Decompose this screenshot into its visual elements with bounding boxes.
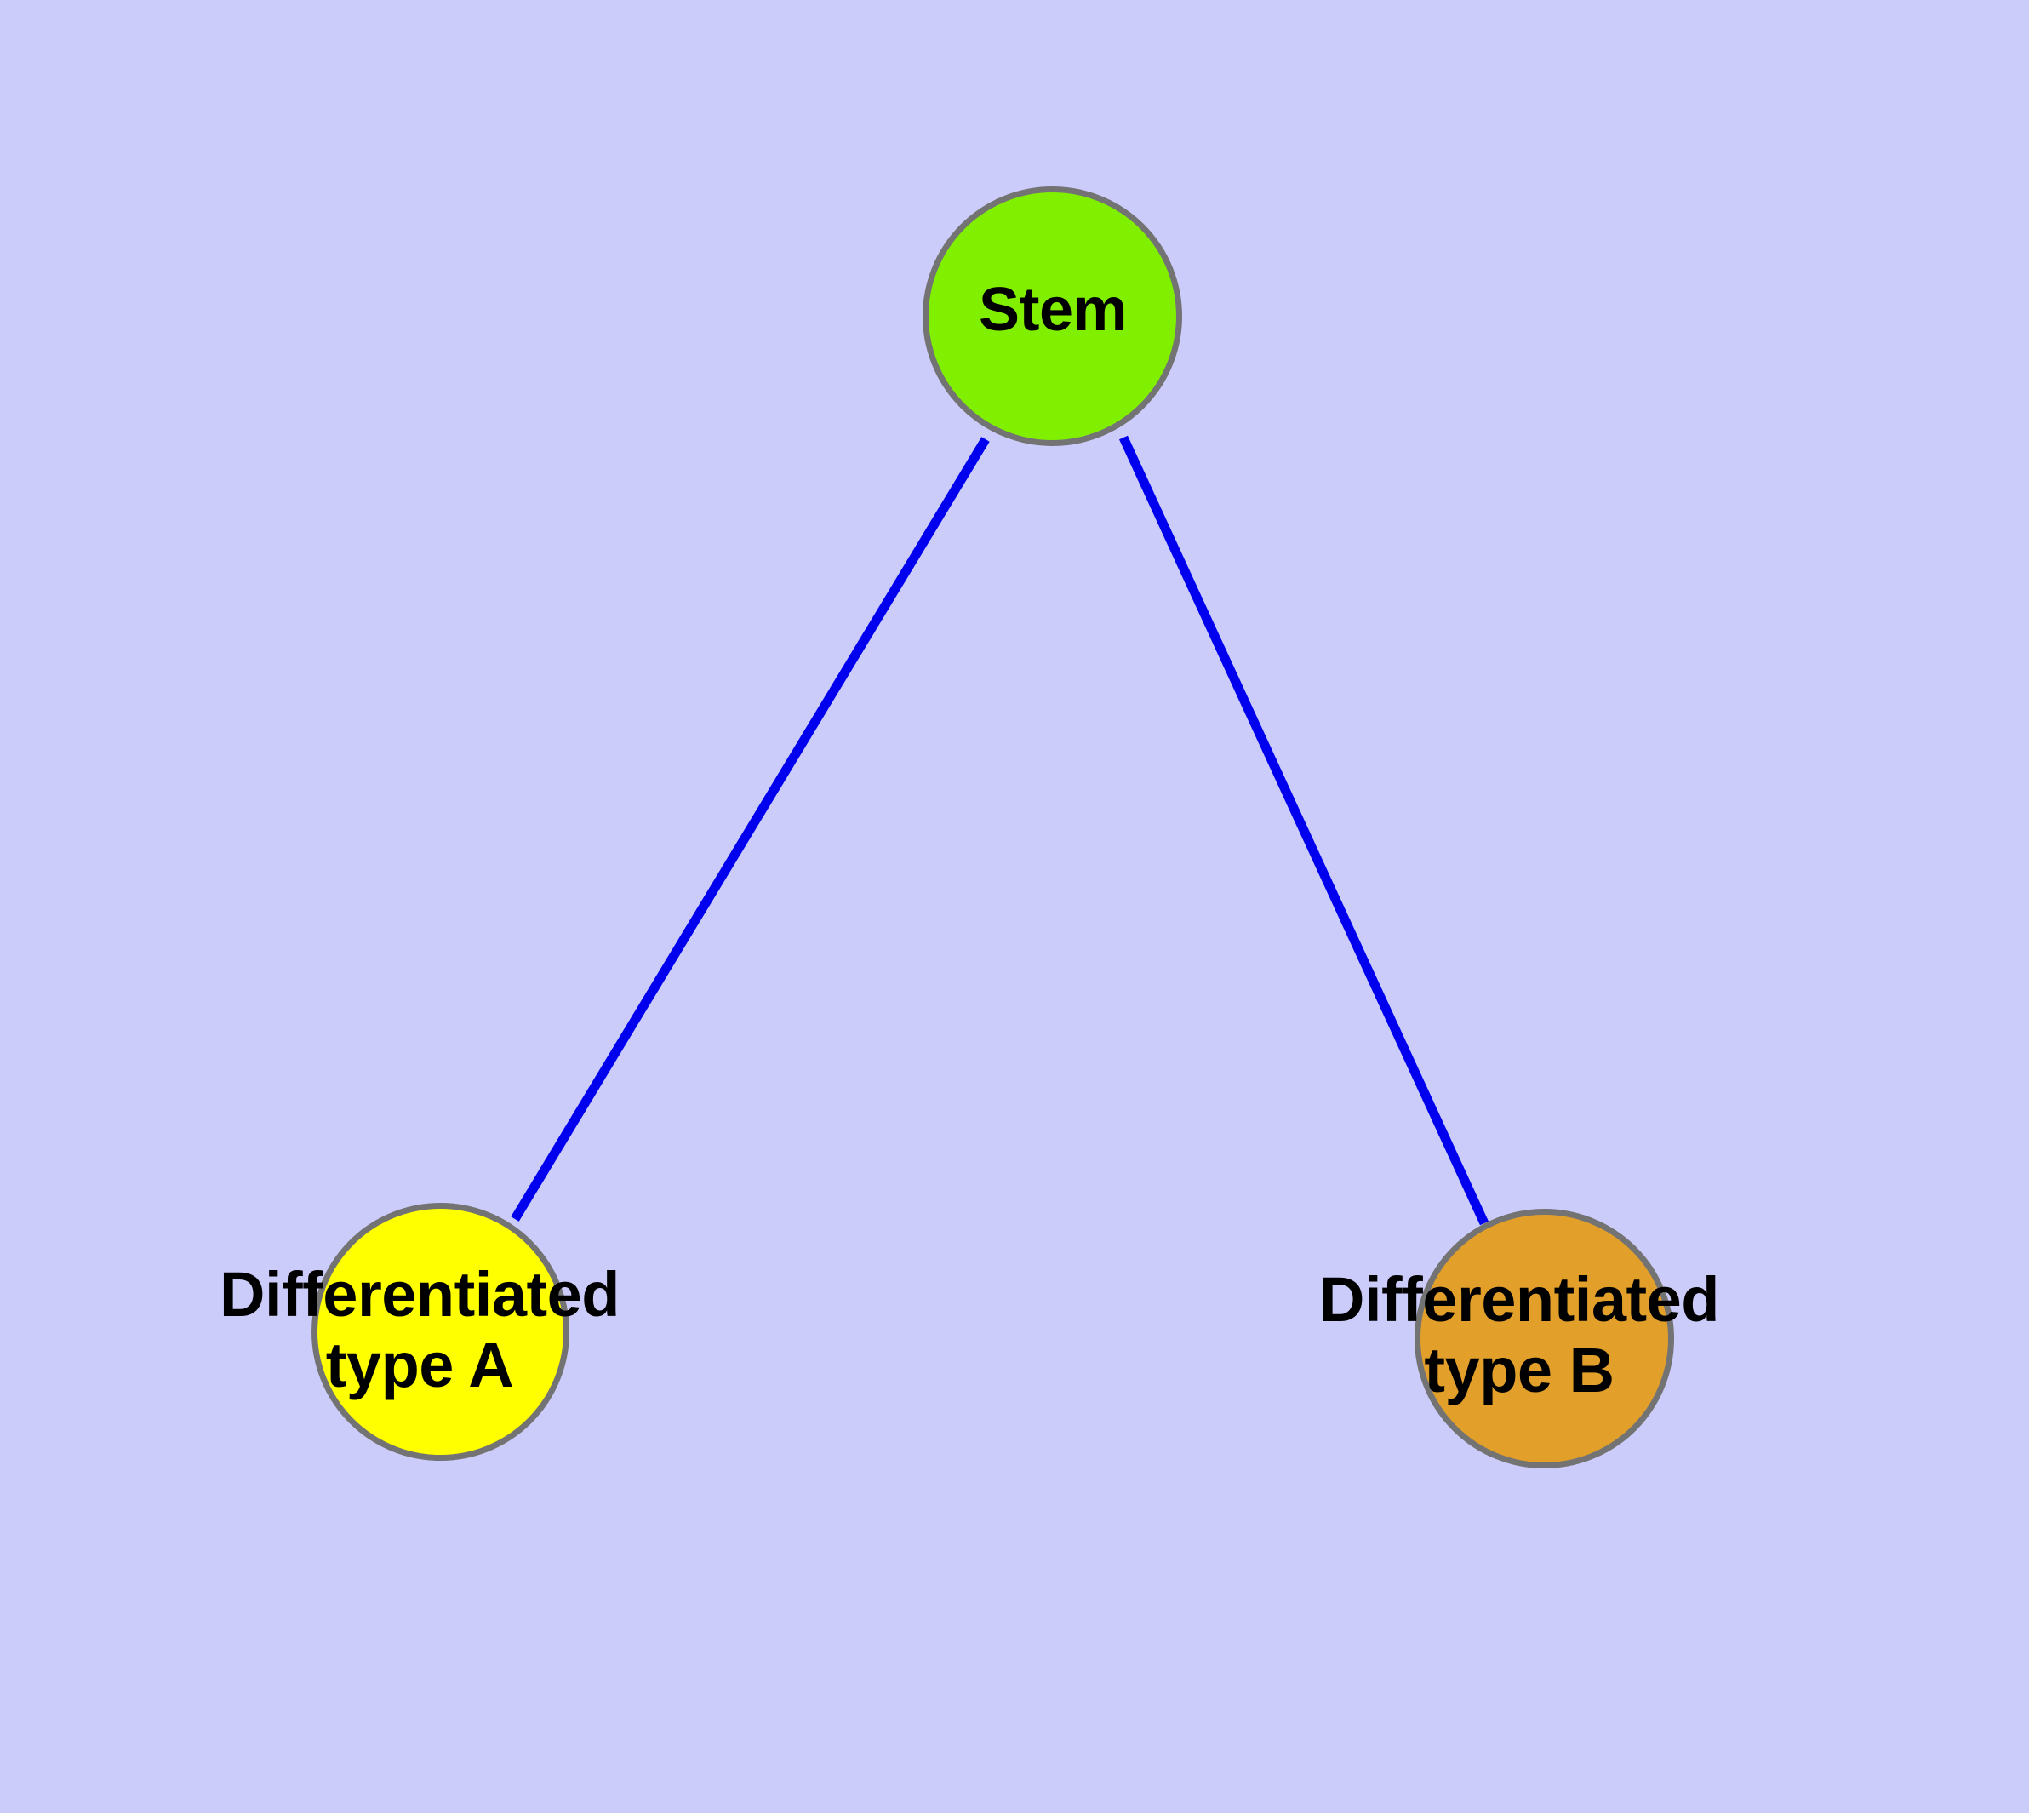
edge-stem-to-differentiated-type-b bbox=[1119, 435, 1489, 1226]
node-stem[interactable] bbox=[923, 186, 1182, 446]
edge-stem-to-differentiated-type-a bbox=[511, 437, 990, 1222]
node-differentiated-type-b[interactable] bbox=[1415, 1209, 1674, 1468]
node-differentiated-type-a[interactable] bbox=[311, 1203, 569, 1461]
